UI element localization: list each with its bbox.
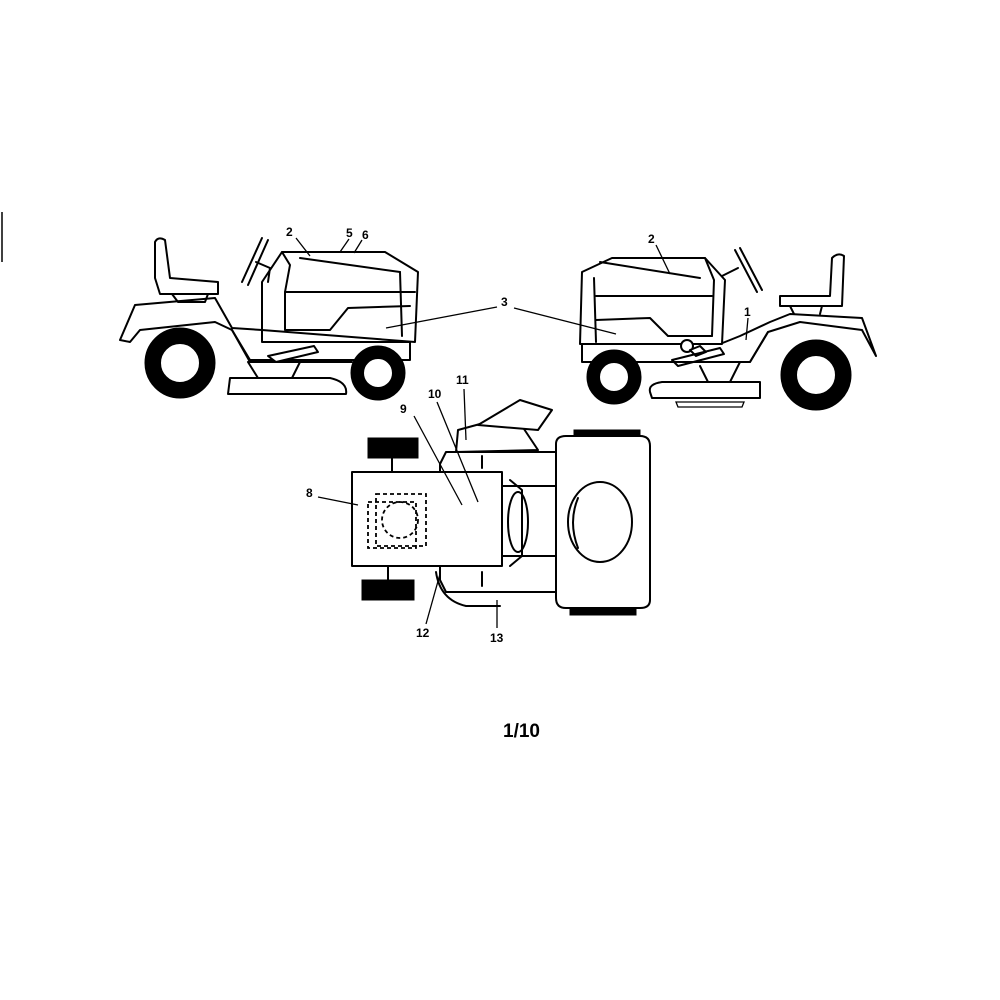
callout-1: 1 (744, 305, 751, 319)
tractor-left-side-view (119, 237, 419, 401)
callout-8: 8 (306, 486, 313, 500)
callout-11: 11 (456, 373, 469, 387)
tractor-top-view (351, 399, 651, 616)
callout-2-left: 2 (286, 225, 293, 239)
callout-9: 9 (400, 402, 407, 416)
callout-10: 10 (428, 387, 442, 401)
callout-5: 5 (346, 226, 353, 240)
callout-13: 13 (490, 631, 504, 645)
callout-6: 6 (362, 228, 369, 242)
callout-3: 3 (501, 295, 508, 309)
callout-12: 12 (416, 626, 430, 640)
leader-lines (295, 237, 749, 628)
tractor-right-side-view (579, 247, 877, 411)
page-number: 1/10 (503, 721, 540, 742)
callout-2-right: 2 (648, 232, 655, 246)
